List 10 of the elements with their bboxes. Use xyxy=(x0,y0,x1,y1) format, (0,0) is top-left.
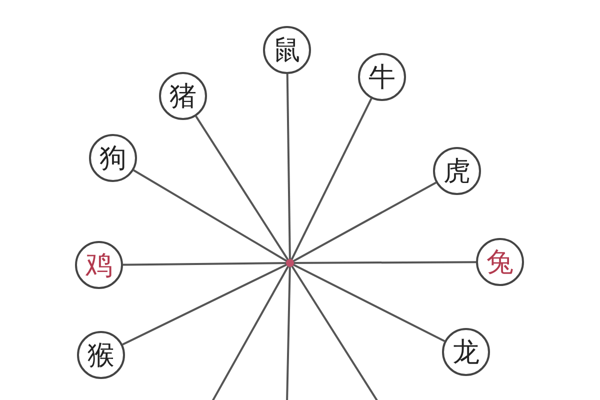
zodiac-circle: 虎 xyxy=(433,147,481,195)
zodiac-circle: 猴 xyxy=(77,331,125,379)
zodiac-circle: 猪 xyxy=(159,72,207,120)
zodiac-circle: 龙 xyxy=(442,328,490,376)
zodiac-circle: 狗 xyxy=(89,134,137,182)
zodiac-circle: 鸡 xyxy=(75,241,123,289)
center-dot xyxy=(286,259,294,267)
zodiac-circle: 兔 xyxy=(476,238,524,286)
zodiac-circle: 鼠 xyxy=(263,26,311,74)
zodiac-circle: 牛 xyxy=(358,53,406,101)
